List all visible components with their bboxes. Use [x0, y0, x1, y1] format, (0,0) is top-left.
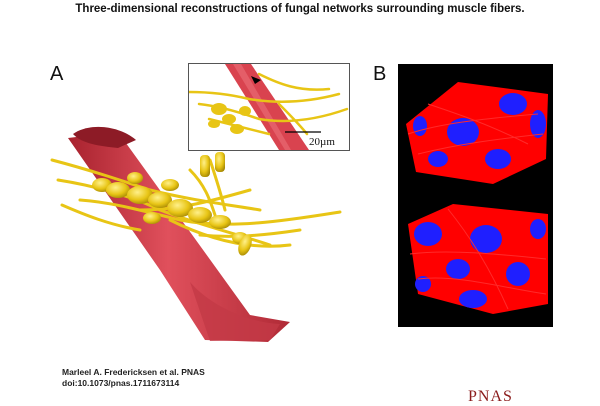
panel-b-upper-block — [406, 82, 548, 184]
figure-title: Three-dimensional reconstructions of fun… — [75, 3, 525, 15]
inset-scale-label: 20µm — [309, 136, 335, 148]
fungal-bodies — [92, 152, 252, 256]
panel-a-reconstruction — [50, 126, 342, 342]
panel-b-label: B — [373, 63, 387, 85]
citation-authors: Marleel A. Fredericksen et al. PNAS — [62, 367, 205, 377]
citation: Marleel A. Fredericksen et al. PNAS doi:… — [62, 367, 205, 389]
citation-doi: doi:10.1073/pnas.1711673114 — [62, 378, 180, 388]
fungal-network-shape — [50, 158, 342, 248]
panel-b-reconstruction — [398, 64, 553, 327]
inset-reconstruction — [189, 64, 349, 150]
journal-logo: PNAS — [468, 388, 513, 405]
panel-b-lower-block — [408, 204, 548, 314]
panel-a-label: A — [50, 63, 64, 85]
panel-a-inset: 20µm — [188, 63, 350, 151]
